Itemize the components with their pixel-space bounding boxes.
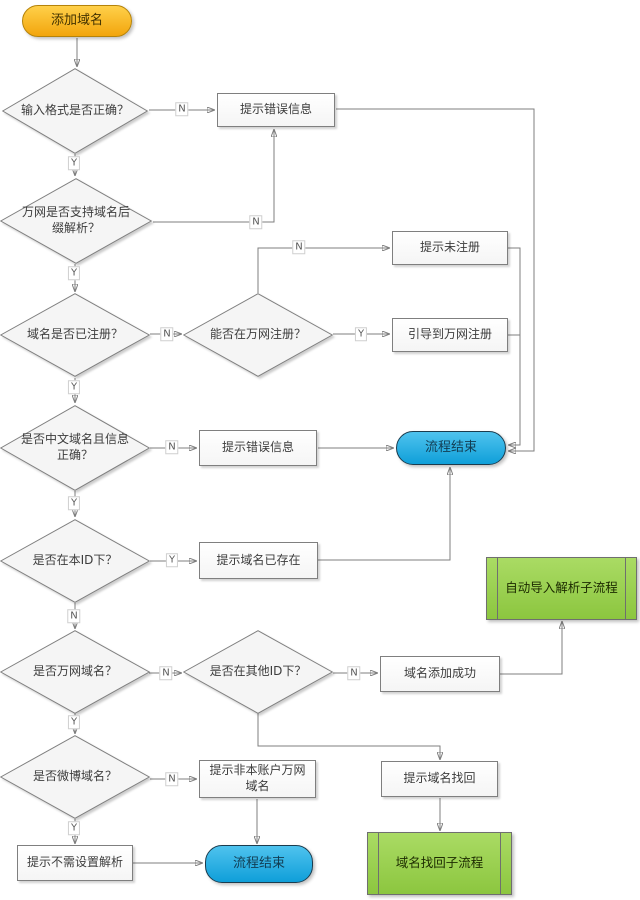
diamond-shape bbox=[0, 405, 150, 491]
decision-under-this-id: 是否在本ID下？ bbox=[0, 519, 150, 603]
edge-label-n: N bbox=[249, 215, 263, 229]
decision-wanwang-domain: 是否万网域名？ bbox=[0, 630, 150, 714]
node-label: 输入格式是否正确？ bbox=[20, 103, 129, 118]
decision-domain-registered: 域名是否已注册？ bbox=[0, 293, 150, 377]
process-guide-wanwang-register: 引导到万网注册 bbox=[392, 318, 508, 352]
edge-label-n: N bbox=[165, 772, 179, 786]
decision-input-format: 输入格式是否正确？ bbox=[2, 68, 148, 154]
decision-chinese-domain-info: 是否中文域名且信息正确？ bbox=[0, 405, 150, 491]
process-no-resolution-needed: 提示不需设置解析 bbox=[17, 845, 133, 881]
node-label: 是否中文域名且信息正确？ bbox=[20, 432, 129, 462]
process-add-success: 域名添加成功 bbox=[380, 656, 500, 692]
terminator-end-1: 流程结束 bbox=[396, 431, 506, 465]
edge-label-n: N bbox=[347, 666, 361, 680]
node-label: 是否在本ID下？ bbox=[32, 553, 118, 568]
decision-under-other-id: 是否在其他ID下？ bbox=[183, 630, 333, 714]
edge-label-n: N bbox=[160, 327, 174, 341]
node-label: 提示不需设置解析 bbox=[26, 855, 123, 870]
node-label: 是否微博域名？ bbox=[32, 769, 117, 784]
edge-label-n: N bbox=[159, 666, 173, 680]
node-label: 域名是否已注册？ bbox=[26, 327, 123, 342]
node-label: 提示未注册 bbox=[419, 240, 480, 255]
node-label: 提示错误信息 bbox=[221, 440, 294, 455]
node-label: 自动导入解析子流程 bbox=[505, 580, 618, 596]
node-label: 提示域名已存在 bbox=[216, 552, 301, 567]
process-domain-exists: 提示域名已存在 bbox=[199, 542, 318, 579]
edge-label-y: Y bbox=[67, 496, 81, 510]
edge-label-n: N bbox=[292, 240, 306, 254]
node-label: 流程结束 bbox=[424, 439, 477, 455]
node-label: 流程结束 bbox=[232, 855, 285, 871]
diamond-shape bbox=[0, 735, 150, 819]
diamond-shape bbox=[183, 293, 333, 377]
diamond-shape bbox=[183, 630, 333, 714]
diamond-shape bbox=[0, 293, 150, 377]
start-terminator: 添加域名 bbox=[22, 5, 132, 37]
decision-can-register-wanwang: 能否在万网注册？ bbox=[183, 293, 333, 377]
process-domain-retrieve-prompt: 提示域名找回 bbox=[381, 761, 498, 797]
process-error-message-1: 提示错误信息 bbox=[217, 93, 335, 127]
edge-label-y: Y bbox=[165, 553, 179, 567]
subprocess-auto-import-resolution: 自动导入解析子流程 bbox=[486, 557, 637, 620]
node-label: 引导到万网注册 bbox=[407, 327, 492, 342]
diamond-shape bbox=[0, 630, 150, 714]
terminator-end-2: 流程结束 bbox=[205, 845, 313, 883]
diamond-shape bbox=[0, 178, 152, 264]
decision-suffix-support: 万网是否支持域名后缀解析？ bbox=[0, 178, 152, 264]
diamond-shape bbox=[2, 68, 148, 154]
edge-label-y: Y bbox=[354, 327, 368, 341]
edge-label-y: Y bbox=[67, 821, 81, 835]
edge-label-n: N bbox=[67, 609, 81, 623]
process-not-registered: 提示未注册 bbox=[392, 231, 508, 265]
edge-label-n: N bbox=[175, 102, 189, 116]
edge-label-y: Y bbox=[67, 156, 81, 170]
node-label: 是否在其他ID下？ bbox=[209, 664, 307, 679]
node-label: 能否在万网注册？ bbox=[209, 327, 306, 342]
node-label: 万网是否支持域名后缀解析？ bbox=[21, 205, 130, 235]
node-label: 域名添加成功 bbox=[403, 666, 476, 681]
edge-label-y: Y bbox=[67, 380, 81, 394]
node-label: 提示错误信息 bbox=[239, 102, 312, 117]
node-label: 提示域名找回 bbox=[403, 771, 476, 786]
diamond-shape bbox=[0, 519, 150, 603]
process-not-account-wanwang-domain: 提示非本账户万网域名 bbox=[199, 760, 316, 798]
edge-label-n: N bbox=[165, 440, 179, 454]
node-label: 添加域名 bbox=[50, 12, 103, 28]
edge-label-y: Y bbox=[67, 266, 81, 280]
node-label: 是否万网域名？ bbox=[32, 664, 117, 679]
process-error-message-2: 提示错误信息 bbox=[199, 430, 317, 466]
node-label: 提示非本账户万网域名 bbox=[209, 763, 306, 793]
node-label: 域名找回子流程 bbox=[395, 855, 484, 871]
subprocess-domain-retrieve: 域名找回子流程 bbox=[367, 832, 512, 895]
decision-weibo-domain: 是否微博域名？ bbox=[0, 735, 150, 819]
edge-label-y: Y bbox=[67, 715, 81, 729]
